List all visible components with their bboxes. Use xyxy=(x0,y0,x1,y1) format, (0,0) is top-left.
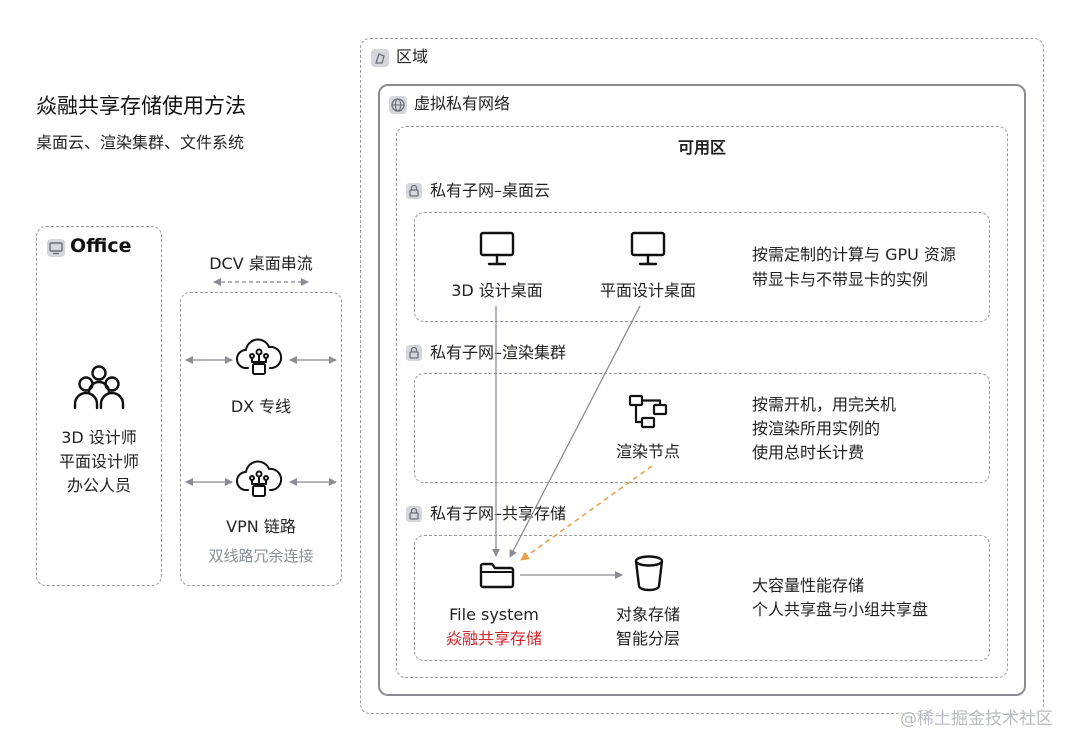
page-subtitle: 桌面云、渲染集群、文件系统 xyxy=(36,133,245,152)
region-icon xyxy=(371,49,389,67)
redundant-label: 双线路冗余连接 xyxy=(208,547,314,565)
storage-desc-2: 个人共享盘与小组共享盘 xyxy=(752,600,929,619)
fs-sub-label: 焱融共享存储 xyxy=(445,629,542,648)
subnet-desktop-box xyxy=(414,212,990,322)
dx-label: DX 专线 xyxy=(230,397,292,416)
monitor-2d-icon xyxy=(630,231,666,266)
page-title: 焱融共享存储使用方法 xyxy=(36,94,246,118)
desktop-desc-2: 带显卡与不带显卡的实例 xyxy=(752,270,929,289)
subnet-desktop-label: 私有子网–桌面云 xyxy=(430,181,551,200)
people-icon xyxy=(73,365,125,410)
vpn-cloud-icon xyxy=(236,460,283,497)
region-box xyxy=(360,38,1044,714)
render-node-icon xyxy=(628,394,668,429)
subnet-render-box xyxy=(414,373,990,483)
bucket-icon xyxy=(634,555,664,592)
subnet-storage-box xyxy=(414,535,990,661)
monitor-icon xyxy=(47,239,65,257)
lock-icon xyxy=(406,345,422,361)
vpc-box xyxy=(378,84,1026,696)
vpn-label: VPN 链路 xyxy=(226,517,296,536)
lock-icon xyxy=(406,183,422,199)
storage-desc-1: 大容量性能存储 xyxy=(752,576,865,595)
desktop-2d-label: 平面设计桌面 xyxy=(599,281,696,300)
subnet-storage-label: 私有子网–共享存储 xyxy=(430,504,567,523)
render-desc-1: 按需开机，用完关机 xyxy=(752,395,897,414)
desktop-desc-1: 按需定制的计算与 GPU 资源 xyxy=(752,245,956,264)
people-role-3: 办公人员 xyxy=(66,476,131,495)
office-box xyxy=(36,226,162,586)
render-node-label: 渲染节点 xyxy=(615,442,680,461)
office-label: Office xyxy=(70,235,132,257)
globe-icon xyxy=(389,96,407,114)
watermark: @稀土掘金技术社区 xyxy=(898,709,1055,731)
vpc-label: 虚拟私有网络 xyxy=(414,94,511,113)
render-desc-3: 使用总时长计费 xyxy=(752,443,865,462)
monitor-3d-icon xyxy=(479,231,515,266)
az-box xyxy=(396,126,1008,678)
dcv-label: DCV 桌面串流 xyxy=(209,254,313,273)
dx-cloud-icon xyxy=(236,338,283,375)
desktop-3d-label: 3D 设计桌面 xyxy=(451,281,543,300)
subnet-render-label: 私有子网–渲染集群 xyxy=(430,343,567,362)
object-storage-label: 对象存储 xyxy=(615,605,680,624)
people-role-1: 3D 设计师 xyxy=(61,428,137,447)
connection-box xyxy=(180,292,342,586)
region-label: 区域 xyxy=(396,47,429,66)
folder-icon xyxy=(479,562,515,589)
people-role-2: 平面设计师 xyxy=(58,452,139,471)
tiering-label: 智能分层 xyxy=(615,629,680,648)
az-label: 可用区 xyxy=(677,138,726,157)
fs-label: File system xyxy=(449,605,539,624)
render-desc-2: 按渲染所用实例的 xyxy=(752,419,881,438)
lock-icon xyxy=(406,506,422,522)
